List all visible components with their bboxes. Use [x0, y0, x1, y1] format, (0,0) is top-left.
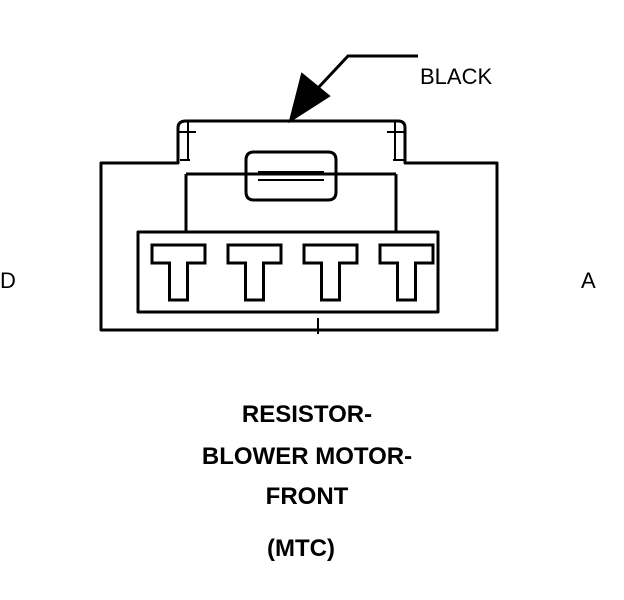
caption-line-2: BLOWER MOTOR- [202, 443, 412, 470]
caption-line-3: FRONT [266, 483, 349, 510]
terminal-3 [302, 243, 359, 302]
pin-label-left: D [0, 268, 16, 293]
callout-arrow [288, 54, 418, 124]
pin-label-right: A [581, 268, 596, 293]
caption-line-4: (MTC) [267, 535, 335, 562]
connector-body [99, 119, 499, 334]
terminal-2 [226, 243, 283, 302]
terminal-4 [378, 243, 435, 302]
terminal-1 [150, 243, 207, 302]
color-callout-label: BLACK [420, 64, 492, 89]
terminal-group [150, 243, 435, 302]
caption-line-1: RESISTOR- [242, 401, 372, 428]
